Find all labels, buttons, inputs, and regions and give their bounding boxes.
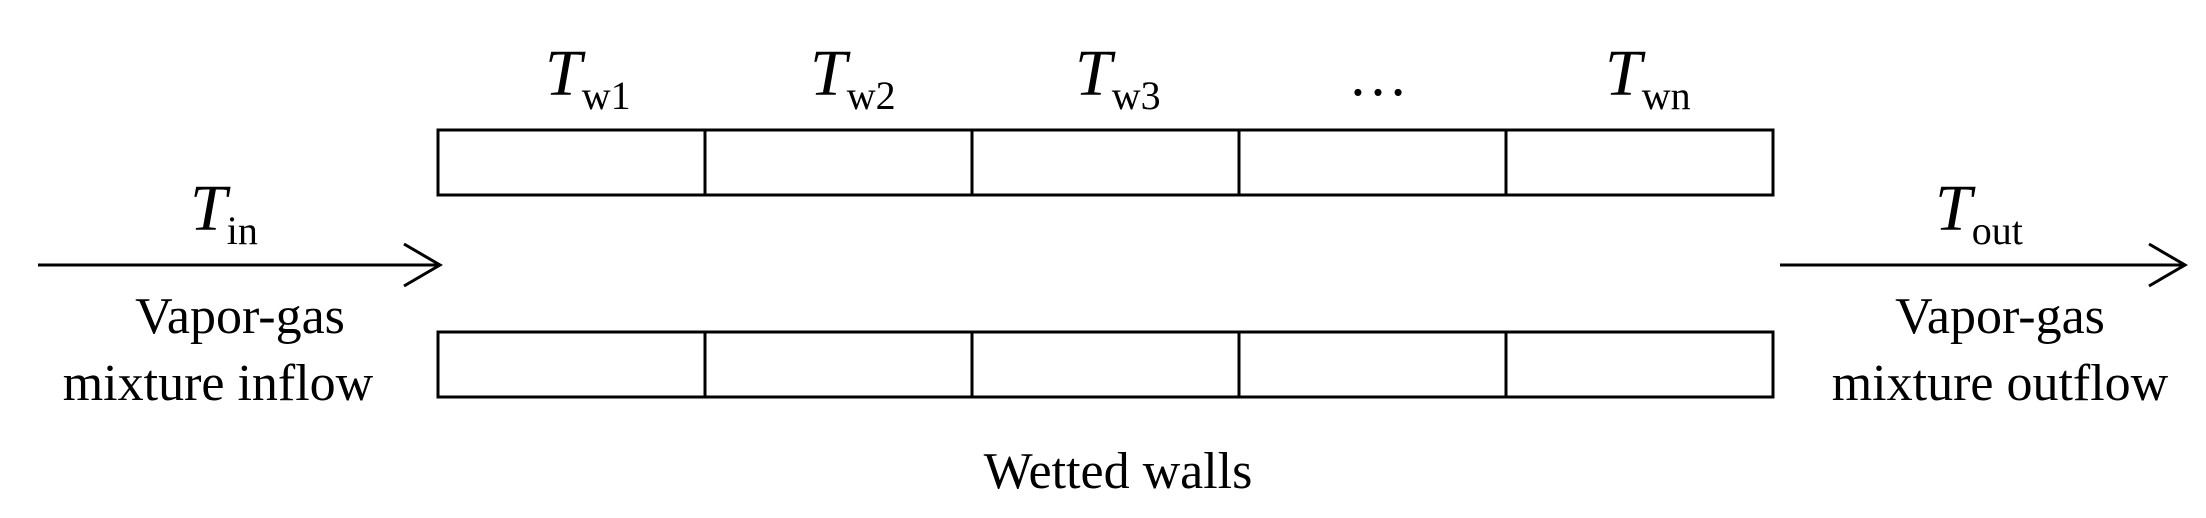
top-wall-segment-4 [1237,128,1508,197]
bottom-wall-segment-2 [703,330,974,399]
bottom-wall-segment-1 [436,330,707,399]
top-wall-segment-5 [1504,128,1775,197]
outlet: Tout Vapor-gas mixture outflow [1780,172,2188,412]
outflow-arrow-icon [1780,242,2188,288]
inlet: Tin Vapor-gas mixture inflow [38,172,443,412]
inflow-caption-line2: mixture inflow [63,355,374,412]
top-wall [436,128,1775,197]
top-wall-segment-2 [703,128,974,197]
wall-temp-label-1: Tw1 [545,37,631,118]
top-wall-segment-1 [436,128,707,197]
inlet-temperature-label: Tin [190,172,258,253]
outlet-temperature-label: Tout [1935,172,2023,253]
bottom-wall [436,330,1775,399]
top-wall-segment-3 [970,128,1241,197]
walls-caption: Wetted walls [984,443,1253,500]
wall-temp-label-n: Twn [1605,37,1691,118]
outflow-caption-line1: Vapor-gas [1895,288,2105,345]
bottom-wall-segment-4 [1237,330,1508,399]
bottom-wall-segment-3 [970,330,1241,399]
wall-temperature-labels: Tw1 Tw2 Tw3 … Twn [545,37,1691,118]
outflow-caption-line2: mixture outflow [1832,355,2169,412]
inflow-caption-line1: Vapor-gas [135,288,345,345]
inflow-arrow-icon [38,242,443,288]
wall-temp-ellipsis: … [1348,42,1408,108]
bottom-wall-segment-5 [1504,330,1775,399]
wall-temp-label-2: Tw2 [810,37,896,118]
wall-temp-label-3: Tw3 [1075,37,1161,118]
